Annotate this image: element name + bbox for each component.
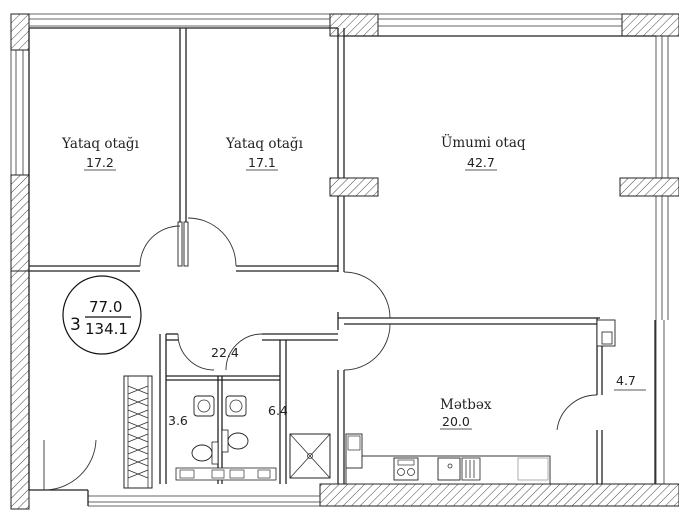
room-name: Yataq otağı [61, 136, 140, 152]
total-area: 134.1 [85, 320, 128, 338]
toilet [227, 432, 249, 450]
rooms-count: 3 [70, 315, 81, 335]
room-area: 17.1 [248, 155, 276, 170]
room-area: 3.6 [168, 413, 188, 428]
stove [393, 457, 419, 481]
door-arc [139, 225, 181, 267]
doors [43, 217, 598, 491]
kitchen-sink [437, 457, 461, 481]
living-area: 77.0 [89, 298, 122, 316]
room-area: 4.7 [616, 373, 636, 388]
door-arc [556, 394, 598, 431]
apartment-summary: 3 77.0 134.1 [62, 275, 142, 355]
room-area: 17.2 [86, 155, 114, 170]
pillar [329, 177, 379, 197]
wall-block [621, 13, 679, 37]
summary-circle [62, 275, 142, 355]
door-arc [225, 333, 263, 371]
room-area: 6.4 [268, 403, 288, 418]
room-name: Ümumi otaq [441, 134, 526, 151]
door-arc [43, 439, 97, 491]
wall-bottom [319, 483, 679, 507]
outer-walls [10, 13, 679, 510]
door-arc [187, 217, 237, 267]
sink [193, 395, 215, 417]
wall-block [10, 13, 30, 51]
wall-block [329, 13, 379, 37]
towel-rack [123, 375, 153, 489]
room-labels: Yataq otağı 17.2 Yataq otağı 17.1 Ümumi … [61, 134, 646, 430]
sink [225, 395, 247, 417]
room-name: Yataq otağı [225, 136, 304, 152]
windows [10, 13, 669, 507]
pillar [619, 177, 679, 197]
fixtures [28, 27, 656, 490]
toilet [191, 444, 213, 462]
room-name: Mətbəx [440, 397, 492, 413]
door-arc [343, 271, 391, 319]
wall-left [10, 174, 30, 272]
interior-walls [29, 28, 656, 506]
wall-left [10, 270, 30, 510]
room-area: 20.0 [442, 414, 470, 429]
room-area: 42.7 [467, 155, 495, 170]
door-arc [177, 333, 215, 371]
door-arc [343, 323, 391, 371]
room-area: 22.4 [211, 345, 239, 360]
